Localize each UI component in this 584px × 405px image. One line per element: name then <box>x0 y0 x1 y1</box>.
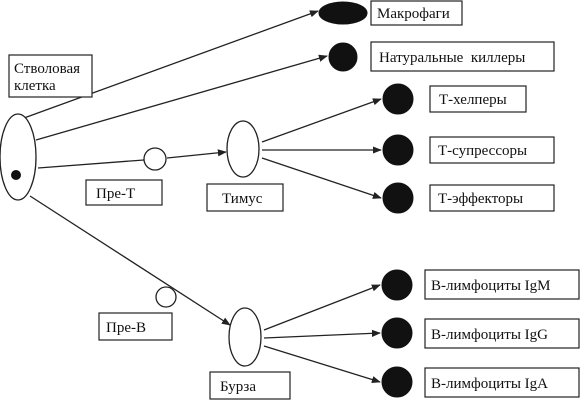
b-iga-label-box: В-лимфоциты IgA <box>424 367 580 398</box>
t-suppressor-cell <box>382 134 414 166</box>
edge-pre-t-to-thymus <box>166 149 227 159</box>
t-effectors-label: Т-эффекторы <box>438 191 523 207</box>
b-iga-label: В-лимфоциты IgA <box>431 376 548 392</box>
b-igg-label: В-лимфоциты IgG <box>431 327 548 343</box>
edge-stem-to-bursa <box>29 195 231 326</box>
pre-b-label: Пре-В <box>106 320 146 336</box>
t-effector-cell <box>382 182 414 214</box>
stem-cell-label-box: Стволовая клетка <box>8 54 93 98</box>
pre-b-cell <box>155 286 177 308</box>
t-helpers-label: Т-хелперы <box>439 92 507 108</box>
thymus-label: Тимус <box>222 191 263 207</box>
t-suppressors-label-box: Т-супрессоры <box>429 136 555 164</box>
pre-t-cell <box>143 147 167 171</box>
bursa-label: Бурза <box>220 379 256 395</box>
stem-cell-nucleus <box>11 170 21 180</box>
macrophage-cell <box>318 1 368 25</box>
b-iga-cell <box>381 366 413 398</box>
edge-thymus-to-t-helpers <box>261 98 382 143</box>
edge-bursa-to-b-igm <box>263 284 381 331</box>
edge-stem-to-pre-t <box>37 159 145 169</box>
nk-label-box: Натуральные киллеры <box>370 41 555 72</box>
edge-bursa-to-b-igg <box>263 329 381 339</box>
stem-cell <box>0 113 37 201</box>
edge-stem-to-nk <box>35 54 328 141</box>
thymus-cell <box>226 120 260 178</box>
pre-t-label: Пре-Т <box>96 186 135 202</box>
t-helpers-label-box: Т-хелперы <box>429 85 527 113</box>
b-igm-cell <box>381 269 413 301</box>
stem-cell-label-line2: клетка <box>14 78 56 94</box>
thymus-label-box: Тимус <box>206 183 284 212</box>
pre-b-label-box: Пре-В <box>98 312 173 341</box>
edge-bursa-to-b-iga <box>263 345 381 384</box>
macrophages-label-box: Макрофаги <box>370 0 463 26</box>
edge-thymus-to-t-effectors <box>261 157 382 199</box>
stem-cell-label-line1: Стволовая <box>14 61 80 77</box>
edge-stem-to-macrophages <box>23 10 319 119</box>
t-effectors-label-box: Т-эффекторы <box>429 184 555 212</box>
bursa-label-box: Бурза <box>209 371 291 400</box>
macrophages-label: Макрофаги <box>377 6 450 22</box>
b-igm-label: В-лимфоциты IgM <box>431 278 551 294</box>
b-igg-label-box: В-лимфоциты IgG <box>424 318 580 349</box>
b-igm-label-box: В-лимфоциты IgM <box>424 269 580 300</box>
pre-t-label-box: Пре-Т <box>85 179 163 206</box>
t-suppressors-label: Т-супрессоры <box>438 143 527 159</box>
nk-cell <box>328 42 358 72</box>
bursa-cell <box>228 307 262 367</box>
b-igg-cell <box>381 317 413 349</box>
t-helper-cell <box>382 83 414 115</box>
nk-label: Натуральные киллеры <box>379 50 525 66</box>
